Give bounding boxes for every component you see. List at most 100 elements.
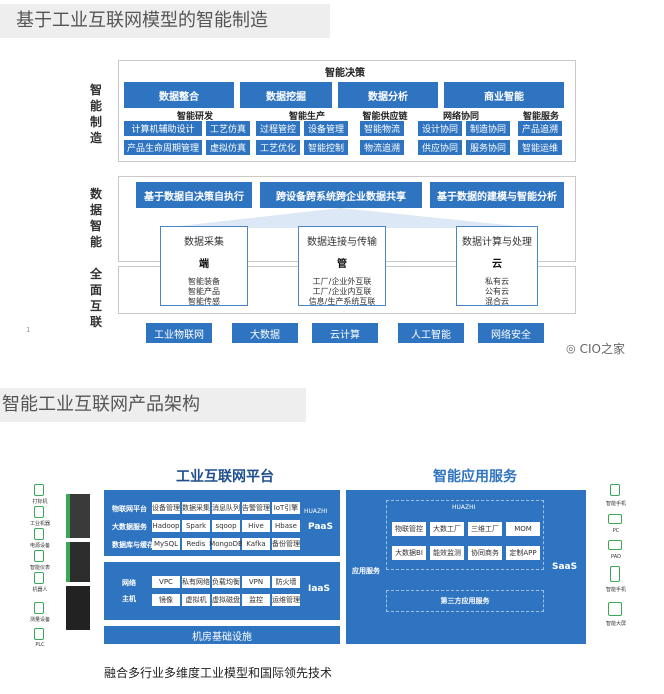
char: 能 [89,99,102,113]
paas-row-label: 物联网平台 [112,505,147,513]
category-service: 智能服务 [522,112,559,122]
paas-cell: Hive [242,520,270,532]
iaas-block: 网络 主机 VPC 私有网络 负载均衡 VPN 防火墙 镜像 虚拟机 虚拟磁盘 … [104,562,340,620]
panel-line: 混合云 [485,297,509,306]
cell-design-collab: 设计协同 [418,121,462,136]
decision-box-bi: 商业智能 [444,82,564,108]
phone-icon [610,484,620,496]
device-label: 打标机 [32,499,48,505]
panel-cloud-key: 云 [492,259,502,270]
gateway-device-3 [66,586,90,630]
label-full-connectivity: 全 面 互 联 [86,266,106,330]
panel-pipe-key: 管 [337,259,347,270]
gateway-device-2 [66,542,90,582]
panel-line: 工厂/企业外互联 [312,277,372,286]
watermark-text: CIO之家 [579,342,625,356]
third-party-frame: 第三方应用服务 [386,590,544,612]
pill-ai: 人工智能 [398,323,464,343]
saas-side-label: 应用服务 [352,567,380,575]
paas-cell: Hadoop [152,520,180,532]
char: 据 [89,203,102,217]
char: 制 [89,115,102,129]
paas-cell: 数据采集 [182,502,210,514]
panel-pipe-lines: 工厂/企业外互联 工厂/企业内互联 信息/生产系统互联 [299,277,385,307]
category-supply-chain: 智能供应链 [362,112,408,122]
iaas-cell: VPN [242,576,270,588]
saas-block: HUAZHI 物联管控 大数工厂 三维工厂 MOM 大数据BI 能效监测 协同商… [346,490,586,644]
saas-label: SaaS [552,562,578,572]
machine-icon [34,506,44,518]
meter-icon [34,550,44,562]
device-label: 智能手机 [605,587,626,593]
cell-service-collab: 服务协同 [466,140,510,155]
paas-label: PaaS [308,522,333,532]
panel-pipe: 数据连接与传输 管 工厂/企业外互联 工厂/企业内互联 信息/生产系统互联 [298,226,386,306]
cell-smart-control: 智能控制 [304,140,348,155]
paas-block: 物联网平台 大数据服务 数据库与缓存 设备管理 数据采集 消息队列 告警管理 I… [104,490,340,556]
cell-cad: 计算机辅助设计 [124,121,202,136]
panel-endpoint-lines: 智能装备 智能产品 智能传感 [161,277,247,307]
cell-traceability: 产品追溯 [518,121,562,136]
device-label: 机器人 [32,587,48,593]
marker-icon [34,484,44,496]
device-label: 智能仪表 [29,565,50,571]
saas-inner-frame [386,500,544,570]
paas-cell: MongoDB [209,538,243,550]
pill-cloud: 云计算 [312,323,378,343]
cell-smart-ops: 智能运维 [518,140,562,155]
saas-cell: MOM [506,522,540,536]
phone-icon [610,566,620,582]
decision-box-integration: 数据整合 [124,82,234,108]
watermark: ◎ CIO之家 [566,340,625,357]
char: 全 [89,267,102,281]
pill-bigdata: 大数据 [232,323,298,343]
panel-endpoint: 数据采集 端 智能装备 智能产品 智能传感 [160,226,248,306]
cell-mfg-collab: 制造协同 [466,121,510,136]
paas-cell: 备份管理 [272,538,300,550]
cell-virtual-sim: 虚拟仿真 [206,140,250,155]
decision-box-mining: 数据挖掘 [240,82,332,108]
pill-security: 网络安全 [478,323,544,343]
paas-cell: IoT引擎 [272,502,300,514]
device-label: 工业机器 [29,521,50,527]
panel-endpoint-head: 数据采集 [184,237,224,248]
pill-iot: 工业物联网 [146,323,212,343]
screen-icon [608,602,622,616]
arch-right-title: 智能应用服务 [433,469,517,485]
cell-supply-collab: 供应协同 [418,140,462,155]
saas-cell: 定制APP [506,546,540,560]
page-number: 1 [26,326,31,334]
device-label: 电源设备 [29,543,50,549]
panel-line: 智能装备 [188,277,220,286]
infra-bar: 机房基础设施 [104,626,340,644]
char: 面 [89,283,102,297]
device-label: 测量设备 [29,617,50,623]
panel-line: 公有云 [485,287,509,296]
char: 互 [89,299,102,313]
gateway-device-1 [66,494,90,538]
label-data-intelligence: 数 据 智 能 [86,186,106,250]
device-label: 智能手机 [605,501,626,507]
saas-cell: 协同商务 [468,546,502,560]
saas-cell: 大数工厂 [430,522,464,536]
paas-cell: sqoop [212,520,240,532]
saas-cell: 大数据BI [392,546,426,560]
char: 联 [89,315,102,329]
paas-cell: Kafka [242,538,270,550]
iaas-cell: 运维管理 [272,594,300,606]
cell-process-control: 过程管控 [256,121,300,136]
iaas-cell: 负载均衡 [212,576,240,588]
arch-left-title: 工业互联网平台 [176,469,274,485]
panel-line: 智能传感 [188,297,220,306]
device-label: 智能大屏 [605,621,626,627]
paas-row-label: 大数据服务 [112,523,147,531]
section-title-manufacturing: 基于工业互联网模型的智能制造 [0,4,330,38]
iaas-cell: 私有网络 [182,576,210,588]
panel-line: 工厂/企业内互联 [312,287,372,296]
iaas-label: IaaS [308,584,330,594]
iaas-cell: 虚拟磁盘 [212,594,240,606]
footer-text: 融合多行业多维度工业模型和国际领先技术 [104,666,333,680]
iaas-cell: 镜像 [152,594,180,606]
paas-cell: Spark [182,520,210,532]
panel-cloud: 数据计算与处理 云 私有云 公有云 混合云 [456,226,538,306]
